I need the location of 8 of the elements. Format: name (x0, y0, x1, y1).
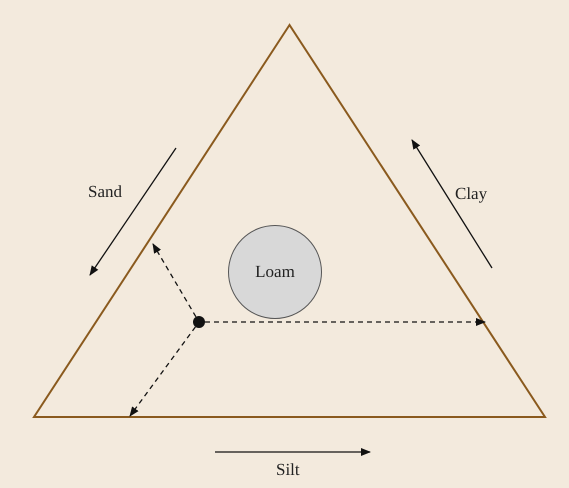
axis-label: Silt (276, 460, 300, 480)
dot (193, 316, 205, 328)
dashed-arrow (152, 243, 197, 318)
axis-label: Clay (455, 184, 488, 204)
dashed-arrow (129, 326, 196, 417)
axis-label: Sand (88, 182, 122, 202)
dashed-arrow (205, 318, 486, 326)
circle-node: Loam (228, 225, 322, 319)
